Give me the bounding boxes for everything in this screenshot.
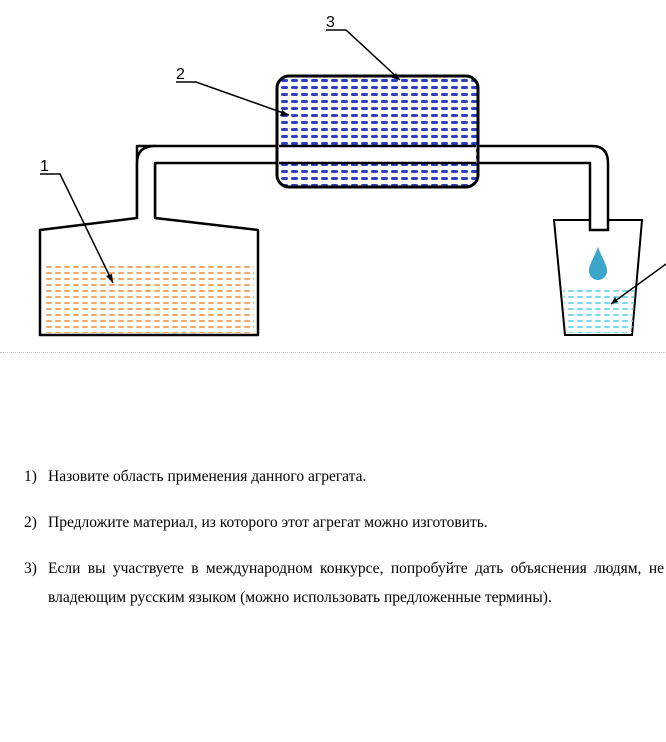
question-text: Назовите область применения данного агре… xyxy=(48,468,367,485)
boiling-flask xyxy=(38,144,260,337)
source-liquid xyxy=(44,262,254,333)
leader-lines xyxy=(40,29,666,305)
distillation-apparatus-diagram: 1 2 3 xyxy=(38,14,666,337)
question-number: 1) xyxy=(24,468,37,485)
question-text: Если вы участвуете в международном конку… xyxy=(48,560,664,606)
condenser-block xyxy=(275,74,480,189)
separator-line xyxy=(0,352,666,353)
label-2: 2 xyxy=(176,66,185,83)
droplet-icon xyxy=(589,247,607,280)
label-1: 1 xyxy=(40,158,49,175)
question-number: 3) xyxy=(24,560,37,577)
receiving-cup xyxy=(552,218,644,336)
question-number: 2) xyxy=(24,514,37,531)
question-text: Предложите материал, из которого этот аг… xyxy=(48,514,488,531)
label-3: 3 xyxy=(326,14,335,31)
